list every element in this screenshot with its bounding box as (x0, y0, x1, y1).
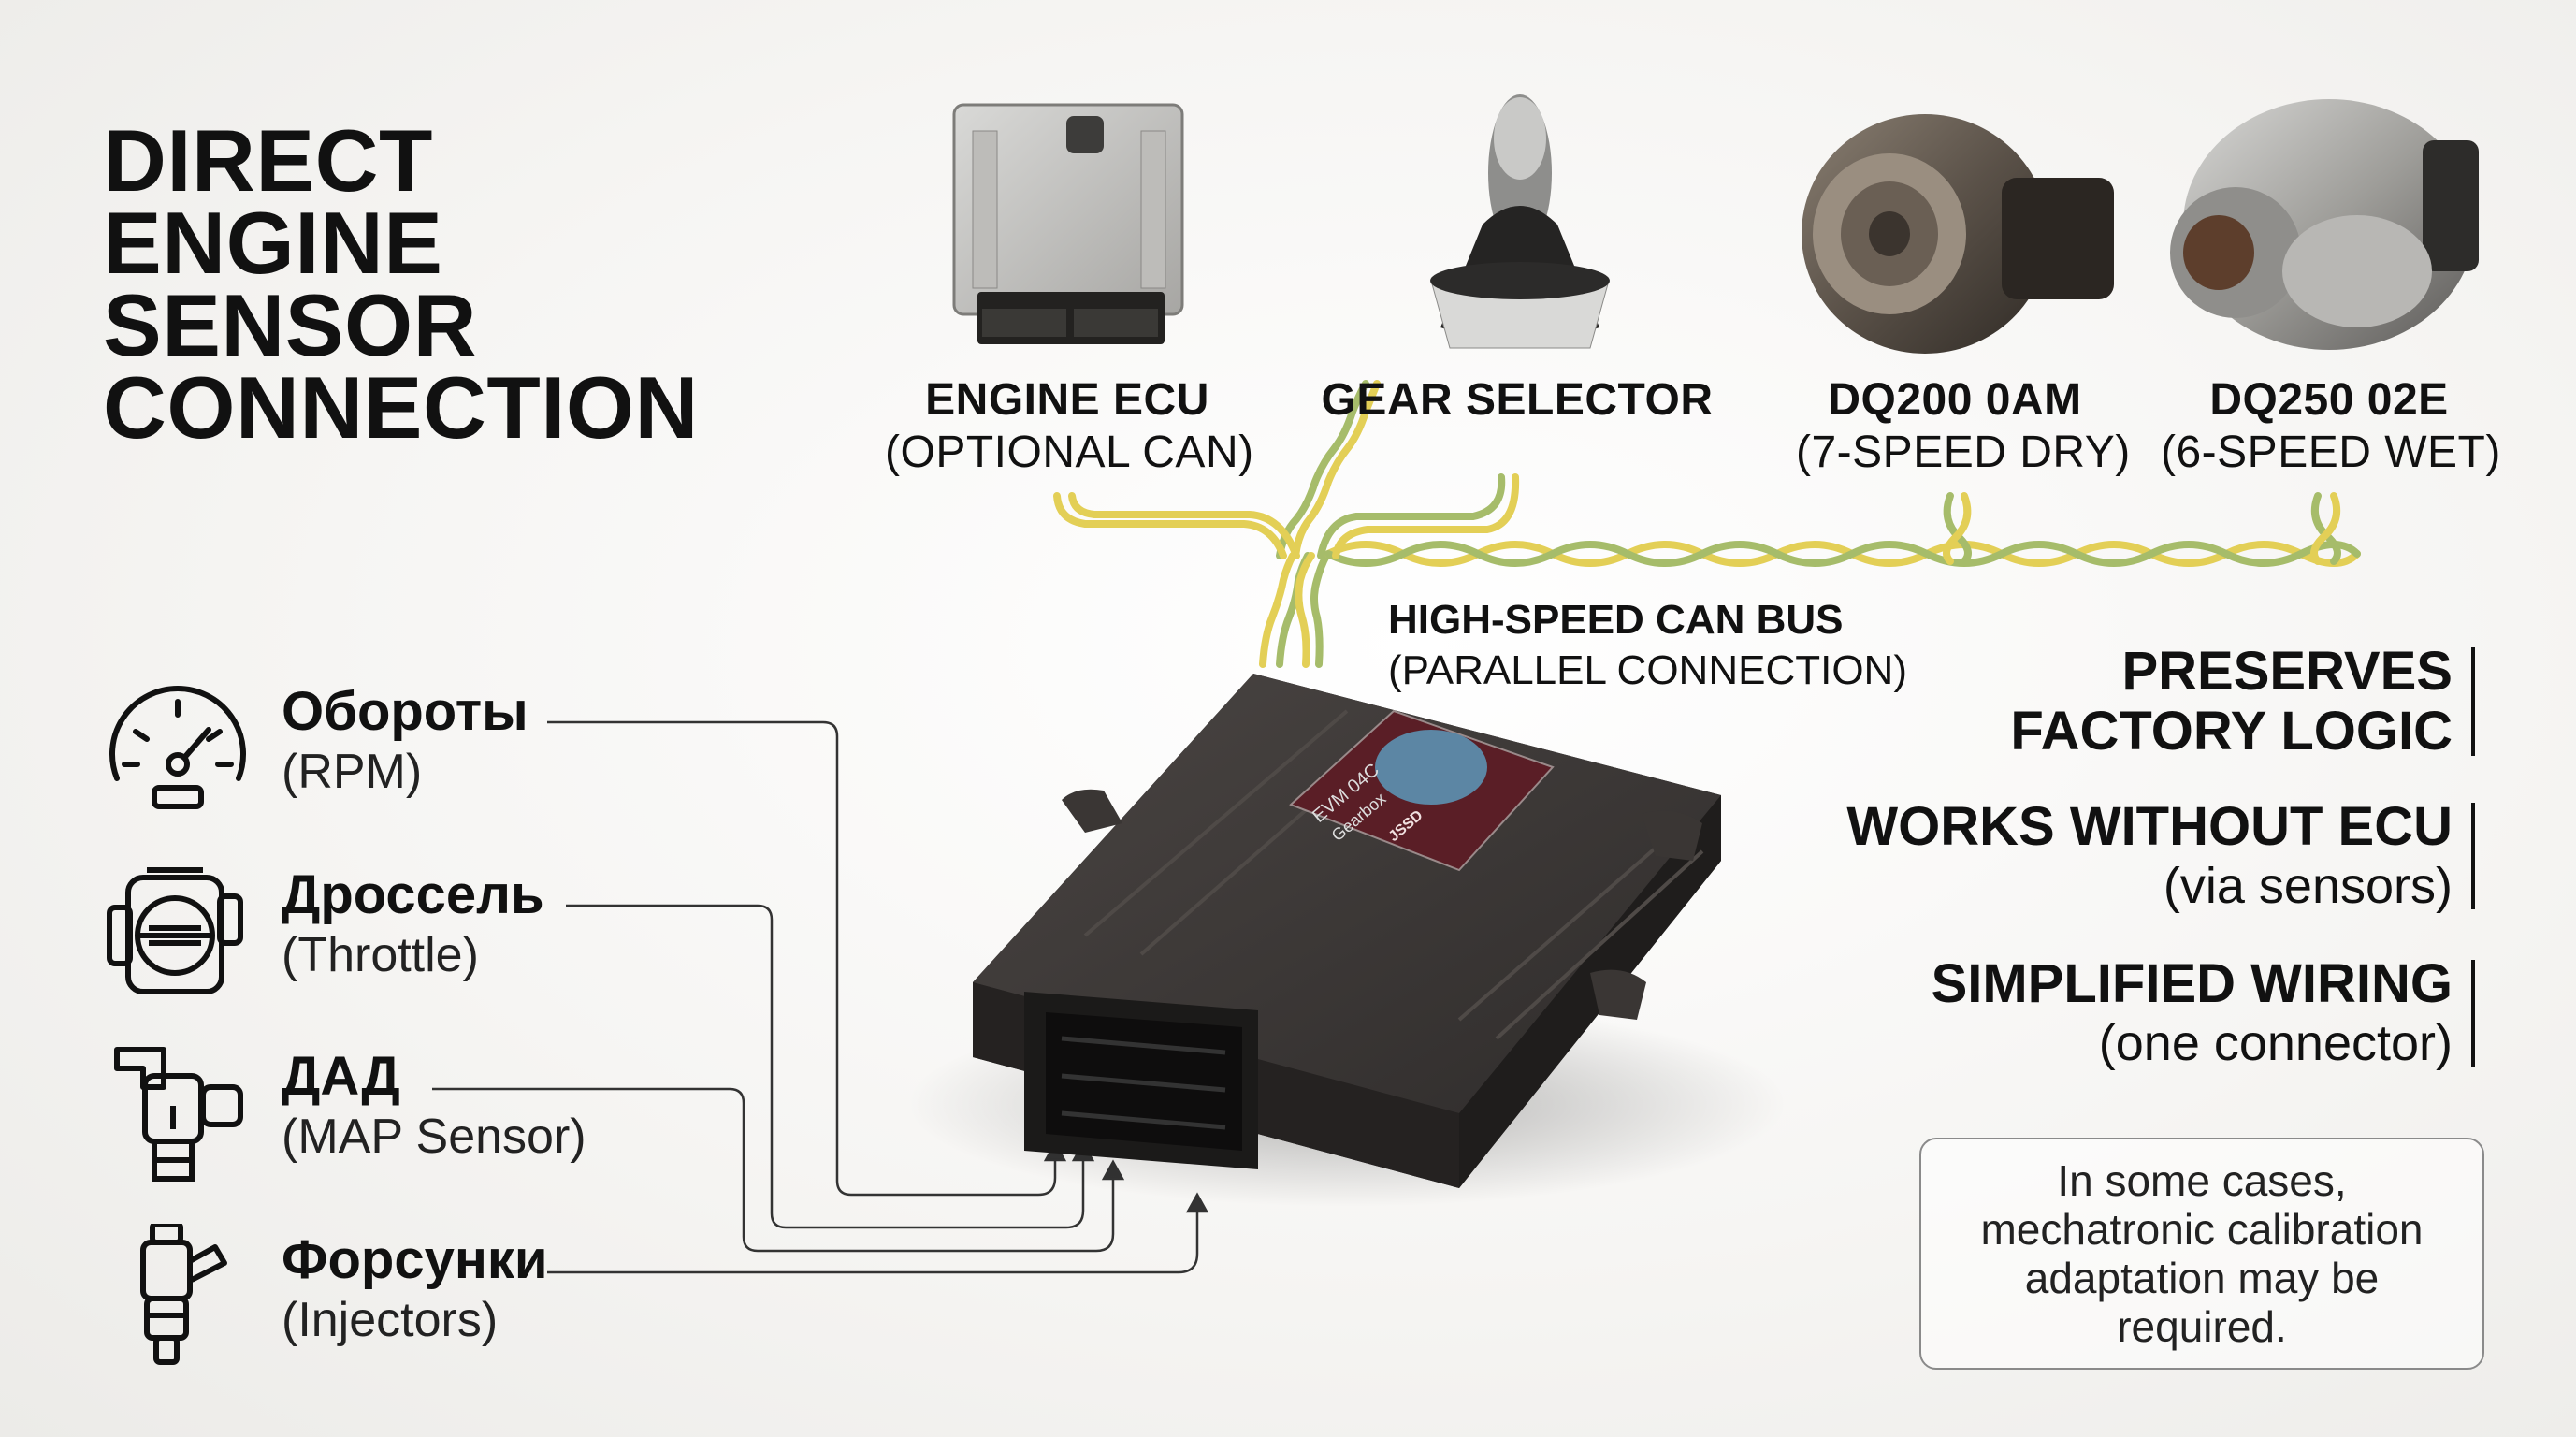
sensor-map: ДАД (MAP Sensor) (98, 1040, 678, 1190)
sensor-rpm-en: (RPM) (282, 745, 423, 799)
sensor-throttle: Дроссель (Throttle) (98, 859, 678, 1009)
sensor-map-ru: ДАД (282, 1046, 400, 1107)
title-line-2: ENGINE (103, 194, 443, 292)
sensor-injectors: Форсунки (Injectors) (98, 1224, 678, 1373)
can-bus-label: HIGH-SPEED CAN BUS (PARALLEL CONNECTION) (1388, 595, 1907, 696)
title-line-1: DIRECT (103, 111, 433, 210)
fuel-injector-icon (140, 1224, 227, 1365)
benefit-2-title: WORKS WITHOUT ECU (1846, 796, 2453, 857)
dq200-gearbox-image (1802, 114, 2114, 354)
page-title: DIRECT ENGINE SENSOR CONNECTION (103, 111, 776, 457)
gear-selector-label: GEAR SELECTOR (1321, 374, 1714, 427)
can-bus-subtitle: (PARALLEL CONNECTION) (1388, 647, 1907, 693)
benefit-simplified-wiring: SIMPLIFIED WIRING (one connector) (1931, 953, 2475, 1072)
gear-selector-title: GEAR SELECTOR (1321, 375, 1714, 425)
sensor-throttle-ru: Дроссель (282, 864, 544, 925)
calibration-note: In some cases, mechatronic calibration a… (1919, 1138, 2484, 1370)
title-line-3: SENSOR (103, 276, 477, 374)
can-bus-wires (1053, 380, 2361, 668)
sensor-rpm: Обороты (RPM) (98, 675, 678, 825)
dq250-label: DQ250 02E (6-SPEED WET) (2161, 374, 2501, 479)
benefit-3-subtitle: (one connector) (2098, 1015, 2453, 1071)
throttle-body-icon (107, 867, 243, 994)
sensor-map-en: (MAP Sensor) (282, 1110, 586, 1164)
sensor-throttle-en: (Throttle) (282, 928, 479, 982)
dq250-subtitle: (6-SPEED WET) (2161, 428, 2501, 477)
benefit-3-bar (2471, 960, 2475, 1067)
gear-selector-image (1430, 94, 1610, 349)
title-line-4: CONNECTION (103, 358, 699, 457)
control-module-image: EVM 04C Gearbox JSSD (907, 674, 1787, 1207)
benefit-factory-logic: PRESERVES FACTORY LOGIC (2010, 641, 2475, 762)
engine-ecu-title: ENGINE ECU (925, 375, 1209, 425)
engine-ecu-image (952, 103, 1184, 344)
map-sensor-icon (114, 1047, 243, 1182)
dq200-title: DQ200 0AM (1828, 375, 2082, 425)
benefit-without-ecu: WORKS WITHOUT ECU (via sensors) (1846, 796, 2475, 915)
can-bus-title: HIGH-SPEED CAN BUS (1388, 597, 1844, 643)
benefit-1-line2: FACTORY LOGIC (2010, 701, 2453, 762)
dq250-gearbox-image (2170, 99, 2479, 350)
sensor-rpm-ru: Обороты (282, 681, 528, 742)
sensor-injectors-en: (Injectors) (282, 1293, 499, 1347)
engine-ecu-label: ENGINE ECU (OPTIONAL CAN) (885, 374, 1254, 479)
tachometer-icon (109, 686, 246, 809)
benefit-2-bar (2471, 803, 2475, 909)
benefit-3-title: SIMPLIFIED WIRING (1931, 953, 2453, 1014)
engine-ecu-subtitle: (OPTIONAL CAN) (885, 428, 1254, 477)
benefit-1-bar (2471, 647, 2475, 756)
sensor-injectors-ru: Форсунки (282, 1229, 548, 1290)
dq250-title: DQ250 02E (2209, 375, 2449, 425)
benefit-2-subtitle: (via sensors) (2163, 858, 2453, 914)
dq200-subtitle: (7-SPEED DRY) (1796, 428, 2131, 477)
dq200-label: DQ200 0AM (7-SPEED DRY) (1796, 374, 2131, 479)
benefit-1-line1: PRESERVES (2121, 641, 2453, 702)
